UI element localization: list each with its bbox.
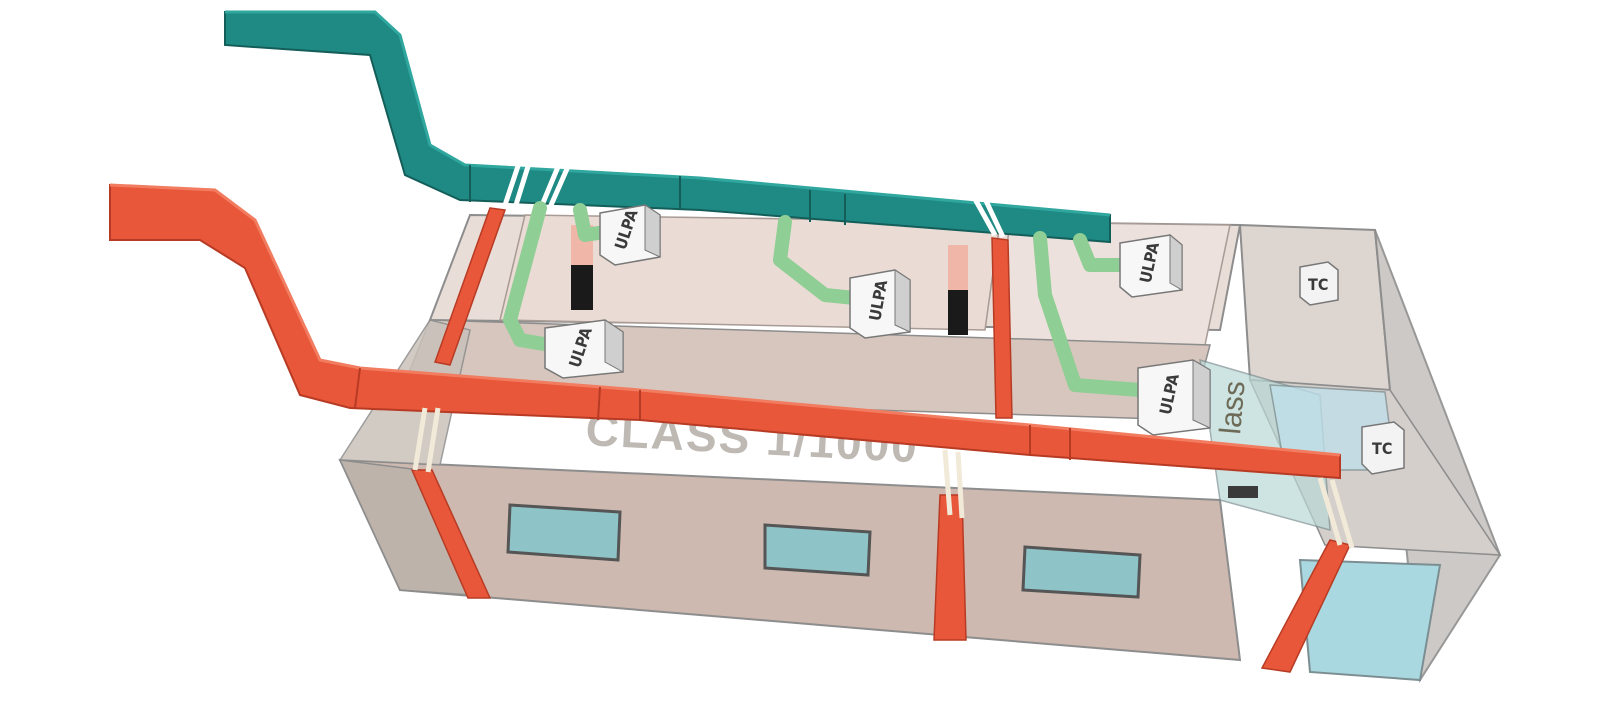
supply-strap <box>410 469 492 599</box>
window <box>763 523 872 577</box>
annex-back <box>1238 223 1392 392</box>
filter-unit: ULPA <box>1137 359 1211 436</box>
exhaust-duct <box>224 10 1111 244</box>
branch-pipe <box>1033 231 1147 397</box>
small-units: TC TC <box>1299 261 1405 475</box>
annex-side-text: lass <box>1214 380 1252 436</box>
filter-units: ULPA ULPA ULPA ULPA ULPA <box>544 204 1211 436</box>
supply-strap <box>933 494 967 641</box>
duct-clamp <box>412 407 441 473</box>
duct-clamp <box>942 449 965 519</box>
supply-strap <box>1260 539 1352 673</box>
window <box>1021 545 1142 599</box>
small-unit: TC <box>1361 421 1405 475</box>
branch-pipes <box>503 201 1147 397</box>
shaft-cap <box>948 245 968 290</box>
filter-unit: ULPA <box>544 319 624 379</box>
supply-riser <box>434 207 507 366</box>
shaft <box>948 290 968 335</box>
filter-unit: ULPA <box>849 269 911 339</box>
duct-seam <box>597 386 601 421</box>
small-unit: TC <box>1299 261 1339 306</box>
duct-seam <box>354 367 361 409</box>
room-ceiling-panel <box>994 221 1231 346</box>
small-unit-label: TC <box>1308 275 1328 294</box>
supply-riser <box>991 237 1013 419</box>
annex-threshold <box>1228 486 1258 498</box>
branch-pipe <box>773 215 862 305</box>
duct-clamp <box>502 159 573 214</box>
duct-clamp <box>1317 477 1355 549</box>
branch-pipe <box>1073 233 1132 272</box>
shaft <box>571 265 593 310</box>
filter-unit: ULPA <box>1119 233 1183 298</box>
small-unit-label: TC <box>1372 439 1392 458</box>
duct-clamp <box>967 186 1006 239</box>
supply-duct-top <box>109 183 1341 457</box>
window <box>506 503 622 562</box>
filter-unit: ULPA <box>599 204 661 266</box>
branch-pipe <box>503 201 557 352</box>
supply-duct <box>109 183 1355 673</box>
branch-pipe <box>573 203 612 242</box>
exhaust-duct-top <box>225 10 1111 217</box>
